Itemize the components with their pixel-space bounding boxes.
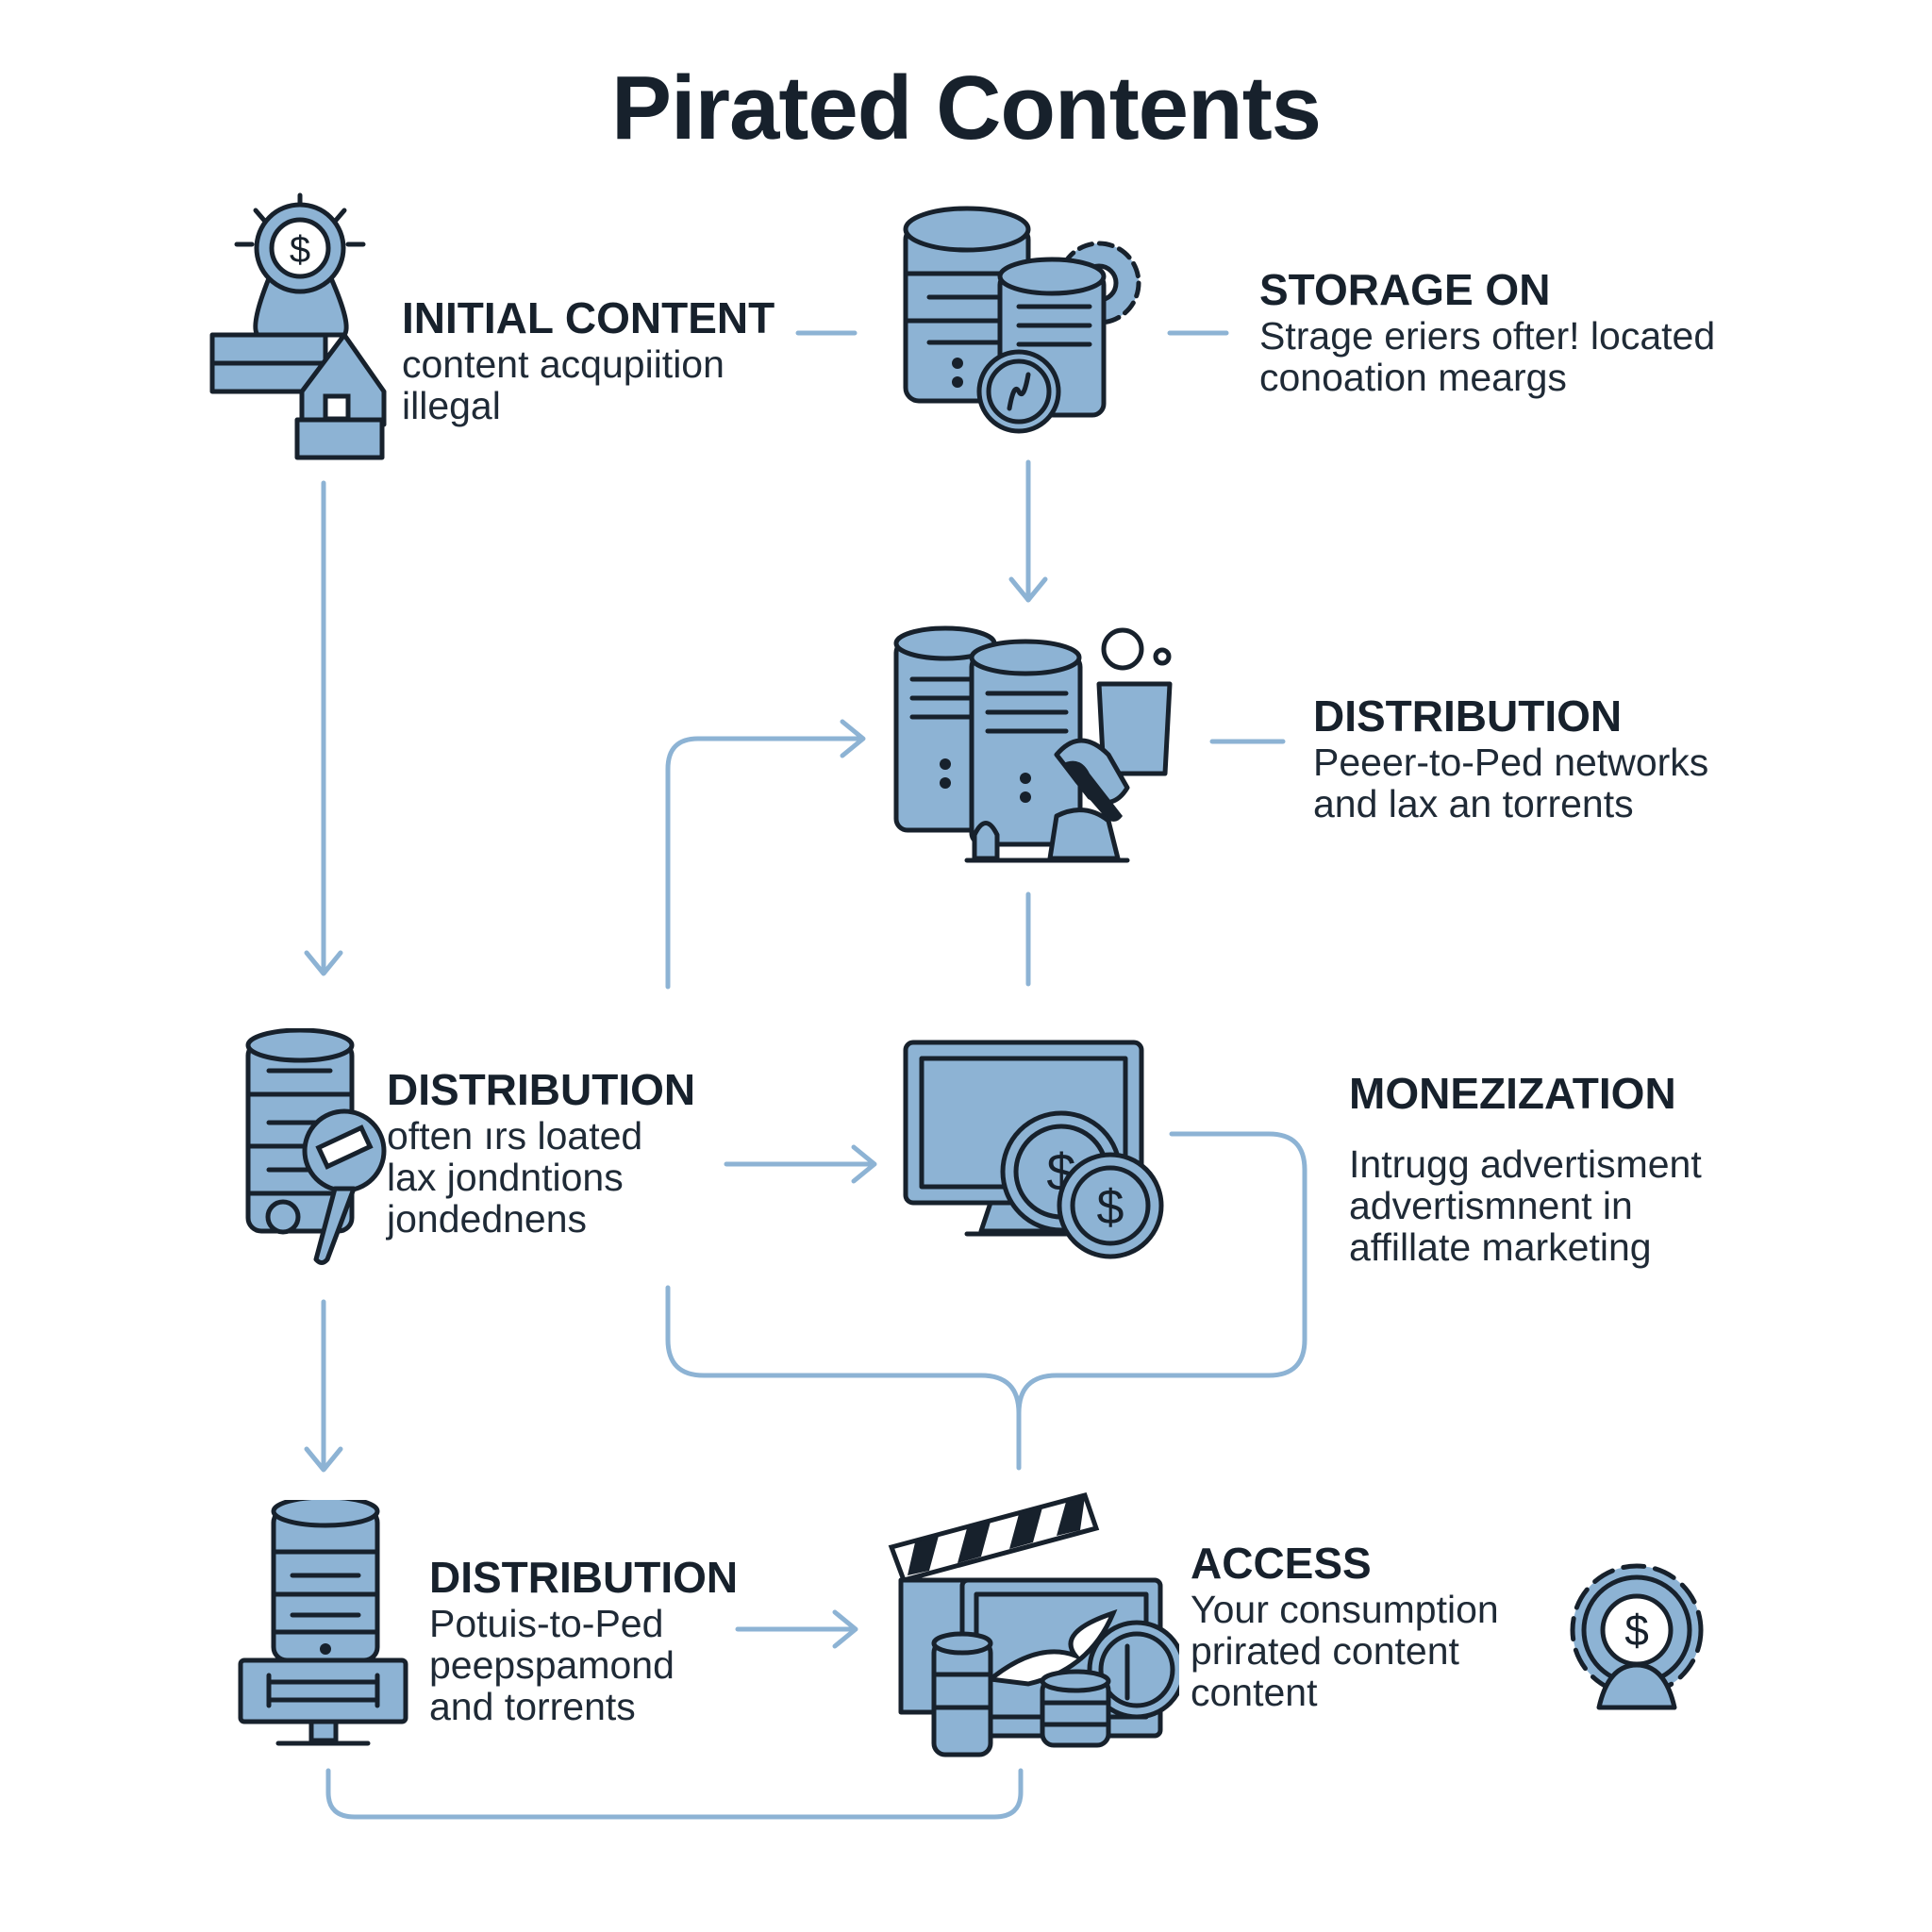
node-line: lax jondntions [387, 1156, 624, 1199]
node-heading: INITIAL CONTENT [402, 293, 775, 342]
server-network-icon [893, 625, 1173, 863]
node-line: and torrents [429, 1685, 636, 1728]
arrowhead-storage-down [1008, 576, 1048, 603]
arrowhead-initial-down [304, 950, 343, 976]
node-heading: DISTRIBUTION [387, 1065, 696, 1114]
node-line: and lax an torrents [1313, 782, 1634, 825]
svg-text:$: $ [1624, 1606, 1649, 1655]
node-distribution-bottom: DISTRIBUTION Potuis-to-Ped peepspamond a… [429, 1552, 738, 1727]
node-line: Intrugg advertisment [1349, 1142, 1702, 1186]
node-line: peepspamond [429, 1643, 675, 1687]
node-heading: STORAGE ON [1259, 265, 1551, 314]
node-storage: STORAGE ON Strage eriers ofter! located … [1259, 264, 1715, 398]
node-line: often ırs loated [387, 1114, 643, 1158]
node-line: Peeer-to-Ped networks [1313, 741, 1709, 784]
monitor-coins-icon: $ $ [903, 1040, 1164, 1259]
dollar-bulb-house-icon: $ [209, 192, 387, 460]
node-line: Your consumption [1191, 1588, 1499, 1631]
svg-text:$: $ [1097, 1180, 1124, 1235]
node-line: conoation meargs [1259, 356, 1567, 399]
arrowhead-mid-down [304, 1446, 343, 1473]
node-distribution-mid: DISTRIBUTION often ırs loated lax jondnt… [387, 1064, 695, 1240]
connector-bottom-loop [325, 1768, 1024, 1820]
connector-loop-to-distribution [665, 736, 864, 990]
node-distribution-top: DISTRIBUTION Peeer-to-Ped networks and l… [1313, 691, 1708, 824]
database-key-icon [245, 1028, 387, 1265]
node-line: content [1191, 1671, 1318, 1714]
node-access: ACCESS Your consumption prirated content… [1191, 1538, 1499, 1713]
node-line: affillate marketing [1349, 1225, 1652, 1269]
node-line: advertismnent in [1349, 1184, 1633, 1227]
page-title: Pirated Contents [610, 58, 1322, 158]
svg-text:$: $ [290, 229, 310, 271]
node-line: Potuis-to-Ped [429, 1602, 664, 1645]
node-heading: DISTRIBUTION [1313, 691, 1623, 741]
node-heading: ACCESS [1191, 1539, 1372, 1588]
node-initial: INITIAL CONTENT content acqupiition ille… [402, 292, 774, 426]
node-line: prirated content [1191, 1629, 1459, 1673]
arrowhead-mid-to-monetization [851, 1144, 877, 1184]
database-gear-icon [903, 206, 1141, 434]
node-line: content acqupiition [402, 342, 724, 386]
node-line: illegal [402, 384, 501, 427]
connector-bracket [665, 1131, 1307, 1471]
arrowhead-bottom-to-access [832, 1609, 858, 1649]
node-line: Strage eriers ofter! located [1259, 314, 1716, 358]
node-monetization: MONEZIZATION Intrugg advertisment advert… [1349, 1068, 1702, 1268]
clapperboard-media-icon [888, 1491, 1179, 1757]
database-monitor-icon [238, 1500, 408, 1746]
arrowhead-loop-to-distribution [840, 719, 866, 758]
dollar-gear-icon: $ [1570, 1563, 1704, 1710]
node-heading: MONEZIZATION [1349, 1069, 1676, 1118]
node-line: jondednens [387, 1197, 588, 1241]
node-heading: DISTRIBUTION [429, 1553, 739, 1602]
